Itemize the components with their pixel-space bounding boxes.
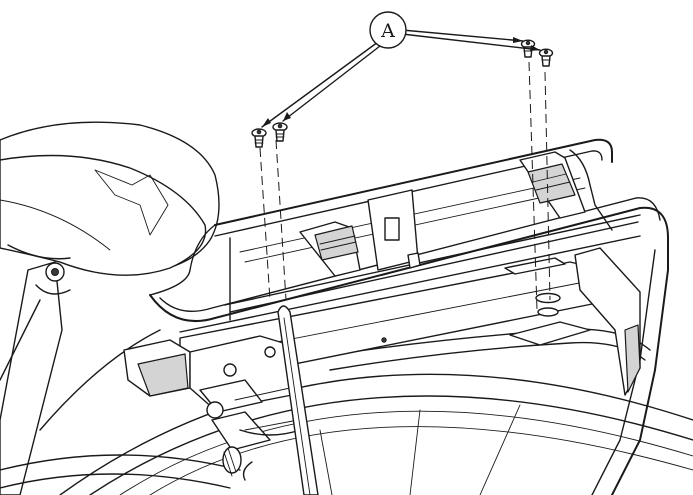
callout-a-label: A — [380, 20, 395, 42]
callout-leaders — [261, 29, 541, 128]
saddle — [0, 121, 220, 295]
alignment-lines — [259, 61, 551, 311]
screw-left-1 — [251, 128, 267, 148]
screw-right-2 — [538, 48, 554, 67]
callout-a: A — [369, 11, 407, 49]
lock-block — [123, 335, 301, 481]
screw-left-2 — [272, 122, 288, 142]
rack-frame — [39, 138, 669, 495]
support-rod — [277, 305, 319, 495]
seat-post — [0, 261, 241, 495]
battery-holder — [299, 151, 586, 277]
